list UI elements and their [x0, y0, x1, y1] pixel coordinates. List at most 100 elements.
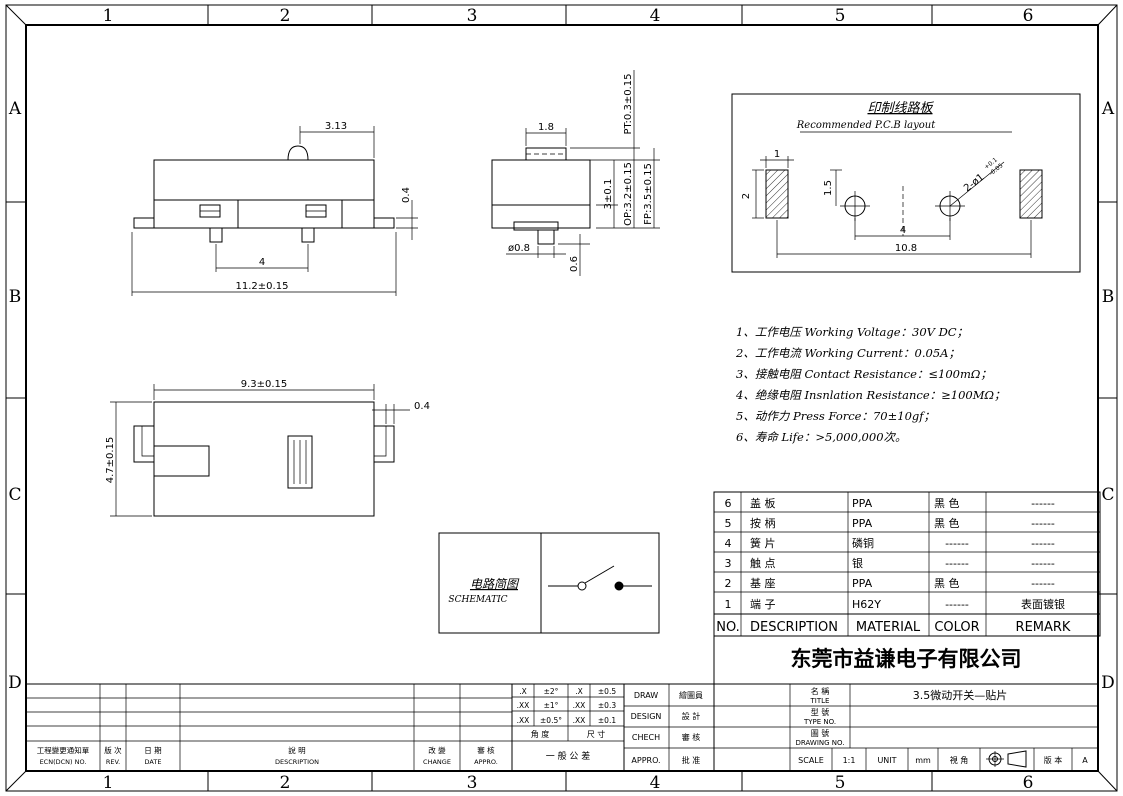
pcb-dim-2: 2: [741, 193, 752, 199]
type-label: 型 號: [811, 707, 830, 717]
tol-r2-c1: .XX: [517, 701, 530, 710]
bom-table: 6 盖 板 PPA 黑 色 ------ 5 按 柄 PPA 黑 色 -----…: [713, 491, 1101, 637]
bom-no: 4: [725, 537, 732, 550]
rev-desc-en: DESCRIPTION: [275, 758, 319, 766]
title-block: 名 稱 TITLE 3.5微动开关—贴片 型 號 TYPE NO. 圖 號 DR…: [713, 683, 1099, 772]
bom-desc: 按 柄: [750, 516, 776, 530]
dim-4-7: 4.7±0.15: [105, 437, 116, 484]
bom-remark: ------: [1031, 517, 1055, 530]
front-view: 3.13 4 11.2±0.15 0.4: [131, 121, 418, 296]
bom-color: ------: [945, 557, 969, 570]
tol-r1-c1: .X: [519, 687, 527, 696]
col-label-5-bottom: 5: [835, 773, 846, 793]
bom-no: 6: [725, 497, 732, 510]
rev-appro-cn: 審 核: [477, 745, 495, 755]
bom-header-row: NO. DESCRIPTION MATERIAL COLOR REMARK: [716, 620, 1071, 635]
tol-r3-c4: ±0.1: [598, 716, 616, 725]
bom-row: 4 簧 片 磷铜 ------ ------: [725, 536, 1055, 550]
side-view: 1.8 PT:0.3±0.15 3±0.1 OP:3.2±0.15 FP:3.5…: [491, 70, 660, 276]
spec-1: 1、工作电压 Working Voltage：30V DC；: [736, 325, 968, 339]
company-name: 东莞市益谦电子有限公司: [791, 647, 1022, 671]
dim-3-13: 3.13: [325, 121, 347, 132]
schematic-title-cn: 电路简图: [470, 577, 520, 591]
bom-remark: ------: [1031, 577, 1055, 590]
col-label-6: 6: [1023, 6, 1034, 26]
rev-appro-en: APPRO.: [474, 758, 498, 766]
pcb-layout: 印制线路板 Recommended P.C.B layout 1 2 1.5: [731, 93, 1081, 273]
bom-color: 黑 色: [934, 496, 960, 510]
spec-2: 2、工作电流 Working Current：0.05A；: [735, 346, 960, 360]
tol-r1-c2: ±2°: [544, 687, 559, 696]
dim-1-8: 1.8: [538, 122, 554, 133]
pcb-dim-hole: 2-ø1: [962, 172, 986, 194]
col-label-4-bottom: 4: [650, 773, 661, 793]
check-cn: 審 核: [682, 732, 701, 742]
check-label: CHECH: [632, 733, 660, 742]
rev-date-en: DATE: [145, 758, 162, 766]
pcb-dim-1-5: 1.5: [823, 180, 834, 196]
appro-cn: 批 准: [682, 755, 701, 765]
bottom-view: 9.3±0.15 4.7±0.15 0.4: [105, 379, 430, 517]
bom-row: 5 按 柄 PPA 黑 色 ------: [725, 516, 1055, 530]
row-label-a-right: A: [1101, 99, 1115, 119]
col-label-1-bottom: 1: [103, 773, 114, 793]
spec-6: 6、寿命 Life：>5,000,000次。: [736, 430, 907, 444]
design-cn: 設 計: [682, 711, 701, 721]
pcb-title-en: Recommended P.C.B layout: [796, 120, 936, 131]
projection-symbol-icon: [986, 750, 1027, 768]
bom-header-color: COLOR: [934, 620, 979, 635]
spec-list: 1、工作电压 Working Voltage：30V DC； 2、工作电流 Wo…: [735, 325, 1006, 444]
scale-label: SCALE: [798, 756, 824, 765]
row-label-d: D: [8, 673, 22, 693]
col-label-3: 3: [467, 6, 478, 26]
bom-material: PPA: [852, 497, 873, 510]
row-label-d-right: D: [1101, 673, 1115, 693]
bom-remark: ------: [1031, 497, 1055, 510]
pcb-dim-4: 4: [900, 225, 906, 236]
unit-label: UNIT: [877, 756, 896, 765]
tol-r2-c3: .XX: [573, 701, 586, 710]
rev-rev-en: REV.: [106, 758, 120, 766]
dim-0-4-bottom: 0.4: [414, 401, 430, 412]
pcb-title-cn: 印制线路板: [867, 101, 934, 116]
bom-material: PPA: [852, 577, 873, 590]
bom-desc: 簧 片: [750, 536, 776, 550]
spec-3: 3、接触电阻 Contact Resistance：≤100mΩ；: [736, 367, 992, 381]
col-label-6-bottom: 6: [1023, 773, 1034, 793]
rev-ecn-cn: 工程變更通知單: [37, 745, 90, 755]
tol-r3-c3: .XX: [573, 716, 586, 725]
bom-header-material: MATERIAL: [856, 620, 921, 635]
drawing-label-en: DRAWING NO.: [796, 739, 845, 747]
version-value: A: [1082, 756, 1088, 765]
bom-material: 磷铜: [852, 536, 874, 550]
bom-remark: ------: [1031, 537, 1055, 550]
dim-4: 4: [259, 257, 265, 268]
bom-remark: ------: [1031, 557, 1055, 570]
col-label-5: 5: [835, 6, 846, 26]
pcb-dim-10-8: 10.8: [895, 243, 917, 254]
bom-row: 2 基 座 PPA 黑 色 ------: [725, 576, 1055, 590]
col-label-4: 4: [650, 6, 661, 26]
view-label: 視 角: [950, 755, 969, 765]
schematic-box: 电路简图 SCHEMATIC: [438, 532, 660, 634]
bom-material: PPA: [852, 517, 873, 530]
dim-pin: ø0.8: [508, 243, 530, 254]
dim-op: OP:3.2±0.15: [623, 162, 634, 226]
bom-color: 黑 色: [934, 516, 960, 530]
tol-r2-c2: ±1°: [544, 701, 559, 710]
col-label-3-bottom: 3: [467, 773, 478, 793]
dim-11-2: 11.2±0.15: [236, 281, 289, 292]
tol-general-label: 一 般 公 差: [546, 750, 591, 762]
rev-date-cn: 日 期: [144, 746, 161, 755]
dim-pt: PT:0.3±0.15: [623, 74, 634, 135]
approval-block: DRAW 繪圖員 DESIGN 設 計 CHECH 審 核 APPRO. 批 准: [623, 683, 715, 772]
bom-material: H62Y: [852, 598, 881, 611]
row-label-c: C: [8, 485, 21, 505]
row-label-c-right: C: [1101, 485, 1114, 505]
bom-desc: 端 子: [750, 598, 776, 611]
tol-r1-c4: ±0.5: [598, 687, 616, 696]
rev-desc-cn: 說 明: [288, 745, 305, 755]
tol-size-label: 尺 寸: [587, 729, 606, 739]
row-label-a: A: [8, 99, 22, 119]
col-label-2: 2: [280, 6, 291, 26]
